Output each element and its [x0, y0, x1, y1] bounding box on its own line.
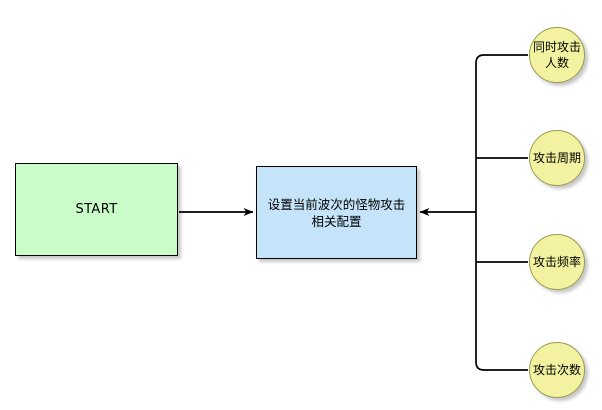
- node-attack-frequency[interactable]: 攻击频率: [529, 234, 585, 290]
- node-attack-frequency-label: 攻击频率: [532, 255, 581, 269]
- node-process-attack-config[interactable]: 设置当前波次的怪物攻击相关配置: [256, 166, 417, 259]
- node-attack-times-label: 攻击次数: [532, 363, 581, 377]
- node-simultaneous-attack-count-label: 同时攻击人数: [532, 40, 581, 70]
- edge-attributes-bracket: [475, 54, 528, 371]
- node-start-label: START: [75, 202, 118, 217]
- node-simultaneous-attack-count[interactable]: 同时攻击人数: [529, 27, 585, 83]
- node-process-label: 设置当前波次的怪物攻击相关配置: [267, 196, 406, 229]
- node-attack-cycle[interactable]: 攻击周期: [529, 130, 585, 186]
- node-start[interactable]: START: [15, 163, 178, 256]
- node-attack-times[interactable]: 攻击次数: [529, 342, 585, 398]
- node-attack-cycle-label: 攻击周期: [532, 151, 581, 165]
